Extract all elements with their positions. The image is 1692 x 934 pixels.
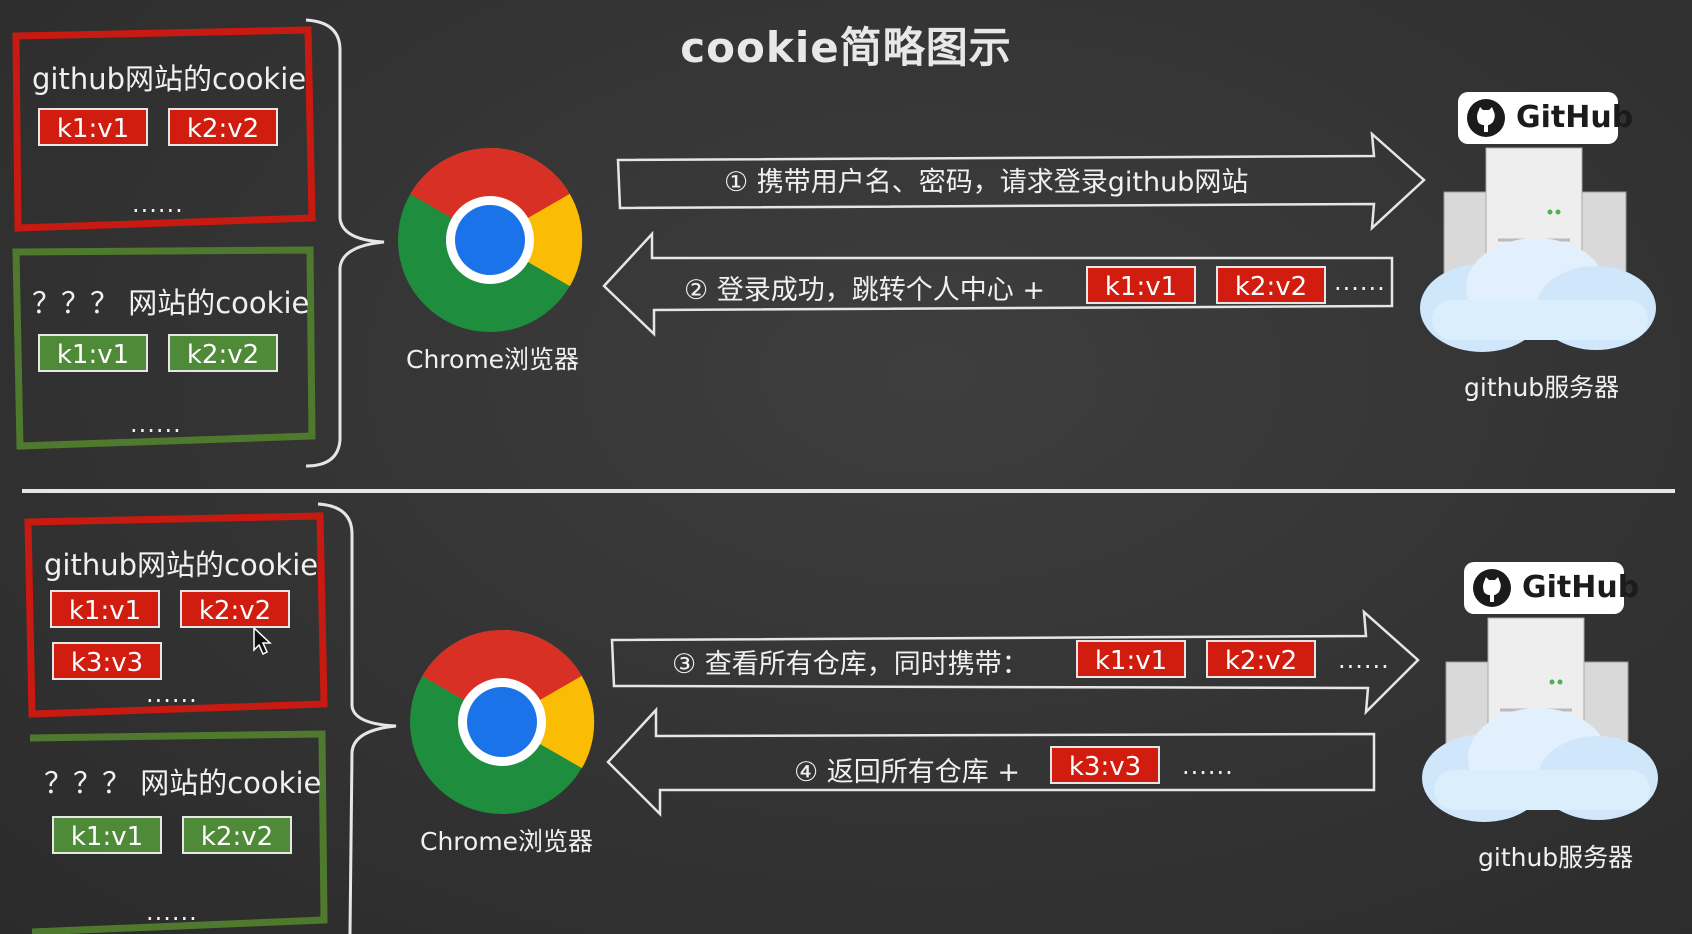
server-icon	[1420, 147, 1656, 352]
arrow4-chip-k3: k3:v3	[1050, 746, 1160, 784]
github-logo-text: GitHub	[1522, 570, 1640, 605]
bottom-github-chip-k3: k3:v3	[52, 642, 162, 680]
github-logo: GitHub	[1458, 92, 1633, 144]
arrow3-dots: ......	[1338, 646, 1390, 674]
top-github-chip-k2: k2:v2	[168, 108, 278, 146]
arrow1-text: ① 携带用户名、密码，请求登录github网站	[724, 167, 1249, 198]
server-icon	[1422, 617, 1658, 822]
bottom-other-dots: ......	[146, 898, 198, 926]
bottom-github-cookie-box	[24, 512, 328, 718]
top-other-cookie-title: ？？？ 网站的cookie	[32, 286, 310, 320]
arrow-view-repos	[610, 608, 1420, 716]
top-github-chip-k1: k1:v1	[38, 108, 148, 146]
bottom-github-chip-k1: k1:v1	[50, 590, 160, 628]
arrow3-chip-k1: k1:v1	[1076, 640, 1186, 678]
top-other-chip-k1: k1:v1	[38, 334, 148, 372]
arrow2-text: ② 登录成功，跳转个人中心 +	[684, 275, 1045, 306]
arrow2-chip-k1: k1:v1	[1086, 266, 1196, 304]
bottom-server-label: github服务器	[1478, 843, 1634, 872]
top-github-cookie-box	[12, 26, 316, 232]
github-octocat-icon	[1473, 569, 1511, 607]
bottom-brace	[317, 502, 397, 934]
bottom-other-cookie-title: ？？？ 网站的cookie	[44, 766, 322, 800]
chrome-logo-icon	[410, 629, 595, 814]
page-title: cookie简略图示	[680, 23, 1012, 72]
bottom-other-chip-k2: k2:v2	[182, 816, 292, 854]
bottom-github-dots: ......	[146, 680, 198, 708]
top-browser-label: Chrome浏览器	[406, 345, 580, 374]
top-other-chip-k2: k2:v2	[168, 334, 278, 372]
bottom-other-cookie-box	[29, 730, 328, 934]
top-brace	[305, 18, 385, 468]
bottom-other-chip-k1: k1:v1	[52, 816, 162, 854]
arrow3-chip-k2: k2:v2	[1206, 640, 1316, 678]
arrow-login-success	[602, 230, 1394, 337]
bottom-github-cookie-title: github网站的cookie	[44, 548, 319, 582]
mouse-cursor-icon	[253, 626, 272, 656]
github-logo-text: GitHub	[1516, 100, 1634, 135]
arrow2-dots: ......	[1334, 268, 1386, 296]
top-other-dots: ......	[130, 410, 182, 438]
arrow-request-login	[616, 130, 1426, 232]
bottom-browser-label: Chrome浏览器	[420, 827, 594, 856]
arrow4-text: ④ 返回所有仓库 +	[794, 757, 1020, 788]
bottom-github-chip-k2: k2:v2	[180, 590, 290, 628]
top-github-dots: ......	[132, 190, 184, 218]
arrow3-text: ③ 查看所有仓库，同时携带：	[672, 649, 1029, 680]
arrow-return-repos	[606, 706, 1376, 818]
github-octocat-icon	[1467, 99, 1505, 137]
top-other-cookie-box	[12, 246, 316, 450]
arrow2-chip-k2: k2:v2	[1216, 266, 1326, 304]
chrome-logo-icon	[398, 147, 583, 332]
top-server-label: github服务器	[1464, 373, 1620, 402]
top-github-cookie-title: github网站的cookie	[32, 62, 307, 96]
arrow4-dots: ......	[1182, 752, 1234, 780]
github-logo: GitHub	[1464, 562, 1639, 614]
